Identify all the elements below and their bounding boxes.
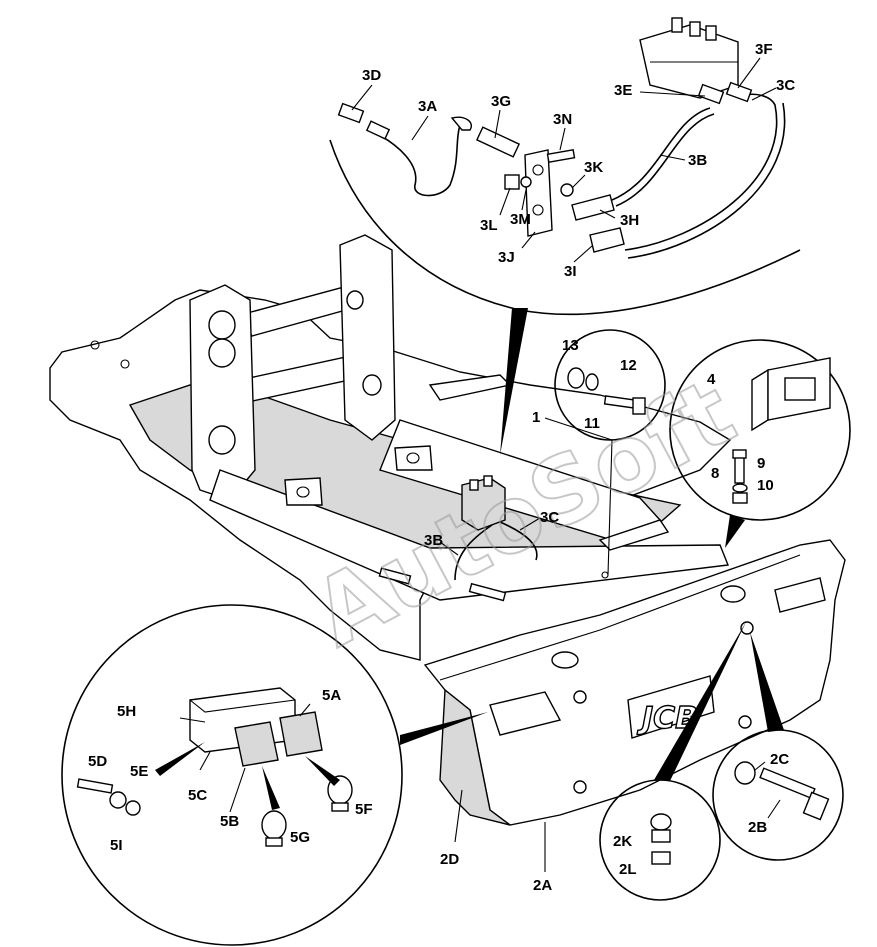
callout-10: 10: [757, 477, 774, 494]
callout-3A: 3A: [418, 98, 437, 115]
callout-13: 13: [562, 337, 579, 354]
leader-lines: [179, 57, 781, 872]
callout-8: 8: [711, 465, 719, 482]
hose-3b-center: [454, 524, 493, 581]
detail-circle-bolt: [554, 329, 666, 576]
callout-2K: 2K: [613, 833, 632, 850]
callout-5B: 5B: [220, 813, 239, 830]
chassis-frame: [49, 234, 732, 661]
detail-circle-lights: [61, 604, 488, 946]
callout-2D: 2D: [440, 851, 459, 868]
callout-3G: 3G: [491, 93, 511, 110]
callout-2A: 2A: [533, 877, 552, 894]
callout-5A: 5A: [322, 687, 341, 704]
detail-circle-hydraulics: [329, 17, 801, 455]
callout-5I: 5I: [110, 837, 123, 854]
callout-3F: 3F: [755, 41, 773, 58]
callout-5C: 5C: [188, 787, 207, 804]
callout-3J: 3J: [498, 249, 515, 266]
callout-3I: 3I: [564, 263, 577, 280]
callout-3H: 3H: [620, 212, 639, 229]
callout-5G: 5G: [290, 829, 310, 846]
callout-2L: 2L: [619, 861, 637, 878]
callout-3L: 3L: [480, 217, 498, 234]
callout-1: 1: [532, 409, 540, 426]
detail-circle-grease: [599, 622, 746, 901]
callout-3M: 3M: [510, 211, 531, 228]
callout-5E: 5E: [130, 763, 148, 780]
callout-labels: 3D 3A 3G 3N 3F 3E 3C 3B 3K 3L 3M 3H 3J 3…: [88, 41, 795, 894]
callout-2B: 2B: [748, 819, 767, 836]
callout-3C-mid: 3C: [540, 509, 559, 526]
callout-5F: 5F: [355, 801, 373, 818]
detail-circle-counterweight-bolt: [712, 632, 844, 861]
callout-2C: 2C: [770, 751, 789, 768]
valve-block-center: [454, 475, 538, 581]
callout-12: 12: [620, 357, 637, 374]
callout-3B-top: 3B: [688, 152, 707, 169]
callout-3K: 3K: [584, 159, 603, 176]
callout-3C-top: 3C: [776, 77, 795, 94]
hose-3c-center: [499, 521, 538, 561]
callout-3E: 3E: [614, 82, 632, 99]
callout-3N: 3N: [553, 111, 572, 128]
callout-3B-mid: 3B: [424, 532, 443, 549]
callout-3D: 3D: [362, 67, 381, 84]
callout-5D: 5D: [88, 753, 107, 770]
callout-4: 4: [707, 371, 716, 388]
detail-circle-bracket: [669, 339, 851, 548]
callout-5H: 5H: [117, 703, 136, 720]
counterweight: JCB: [423, 539, 846, 826]
callout-9: 9: [757, 455, 765, 472]
callout-11: 11: [584, 415, 600, 432]
